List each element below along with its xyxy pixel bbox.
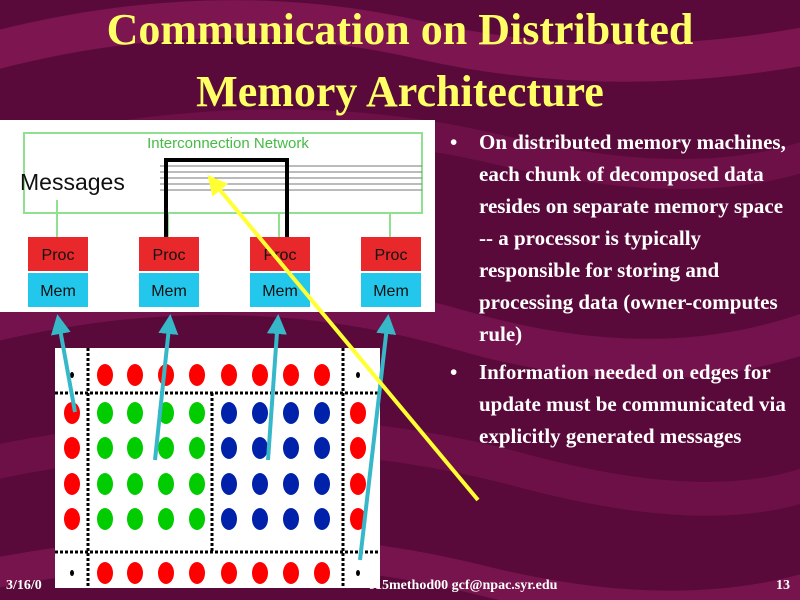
footer-page-number: 13 — [776, 578, 790, 593]
interconnection-network-frame — [23, 132, 423, 214]
data-point — [350, 473, 366, 495]
data-point — [97, 402, 113, 424]
data-point — [221, 562, 237, 584]
data-point — [221, 364, 237, 386]
data-point — [283, 473, 299, 495]
data-point — [97, 473, 113, 495]
data-point — [221, 473, 237, 495]
data-point — [189, 562, 205, 584]
data-point — [221, 402, 237, 424]
memory-arrows — [51, 314, 397, 561]
data-point — [314, 402, 330, 424]
data-point — [127, 562, 143, 584]
data-point — [97, 562, 113, 584]
data-point — [314, 562, 330, 584]
data-point — [97, 364, 113, 386]
data-point — [64, 508, 80, 530]
data-point — [127, 437, 143, 459]
data-point — [221, 508, 237, 530]
mem-label: Mem — [262, 283, 298, 300]
message-arrow — [207, 174, 480, 502]
data-point — [189, 508, 205, 530]
data-point — [97, 508, 113, 530]
data-point — [356, 570, 360, 576]
data-point — [127, 508, 143, 530]
data-point — [283, 508, 299, 530]
data-point — [283, 402, 299, 424]
bullet-marker: • — [450, 130, 458, 154]
data-point — [127, 364, 143, 386]
data-point — [314, 364, 330, 386]
data-point — [252, 508, 268, 530]
data-point — [189, 402, 205, 424]
data-point — [314, 473, 330, 495]
data-point — [158, 473, 174, 495]
data-point — [252, 473, 268, 495]
node-4: Proc Mem — [361, 237, 421, 307]
data-point — [350, 402, 366, 424]
bullet-list: • On distributed memory machines, each c… — [450, 126, 795, 458]
data-point — [64, 473, 80, 495]
footer-email: gcf@npac.syr.edu — [451, 578, 558, 593]
message-bus-lines — [160, 165, 422, 191]
grid-borders — [55, 348, 380, 588]
message-path — [164, 158, 289, 240]
data-point — [70, 372, 74, 378]
data-point — [252, 364, 268, 386]
arrow-to-mem-2 — [153, 314, 179, 461]
arrow-to-mem-4 — [358, 314, 397, 561]
footer-file-and-email: 615method00 gcf@npac.syr.edu — [368, 578, 557, 594]
node-1: Proc Mem — [28, 237, 88, 307]
bullet-item: • Information needed on edges for update… — [450, 356, 795, 452]
messages-label: Messages — [20, 169, 125, 195]
arrow-to-mem-3 — [266, 314, 287, 461]
node-2: Proc Mem — [139, 237, 199, 307]
data-point — [283, 562, 299, 584]
data-point — [221, 437, 237, 459]
slide-title-line-2: Memory Architecture — [196, 67, 604, 116]
data-point — [189, 473, 205, 495]
data-point — [127, 473, 143, 495]
slide-title-line-1: Communication on Distributed — [106, 5, 694, 54]
mem-label: Mem — [40, 283, 76, 300]
data-point — [252, 562, 268, 584]
arrow-to-mem-1 — [51, 314, 77, 413]
data-point — [350, 437, 366, 459]
mem-label: Mem — [151, 283, 187, 300]
data-point — [189, 364, 205, 386]
data-point — [350, 508, 366, 530]
bullet-marker: • — [450, 360, 458, 384]
data-point — [158, 437, 174, 459]
data-point — [356, 372, 360, 378]
data-point — [252, 402, 268, 424]
footer-date: 3/16/0 — [6, 578, 42, 593]
data-point — [158, 562, 174, 584]
data-point — [64, 437, 80, 459]
mem-label: Mem — [373, 283, 409, 300]
bullet-item: • On distributed memory machines, each c… — [450, 126, 795, 350]
node-3: Proc Mem — [250, 237, 310, 307]
footer-file: 615method00 — [368, 578, 449, 593]
bullet-text: Information needed on edges for update m… — [479, 360, 786, 448]
data-point — [127, 402, 143, 424]
data-grid-panel — [55, 348, 380, 588]
data-point — [283, 364, 299, 386]
data-point — [283, 437, 299, 459]
proc-label: Proc — [375, 247, 408, 264]
data-point — [97, 437, 113, 459]
data-point — [70, 570, 74, 576]
data-point — [314, 437, 330, 459]
data-point — [252, 437, 268, 459]
data-point — [314, 508, 330, 530]
bullet-text: On distributed memory machines, each chu… — [479, 130, 786, 346]
interconnection-network-label: Interconnection Network — [147, 135, 309, 152]
data-point — [189, 437, 205, 459]
proc-label: Proc — [153, 247, 186, 264]
data-point — [158, 508, 174, 530]
proc-label: Proc — [42, 247, 75, 264]
